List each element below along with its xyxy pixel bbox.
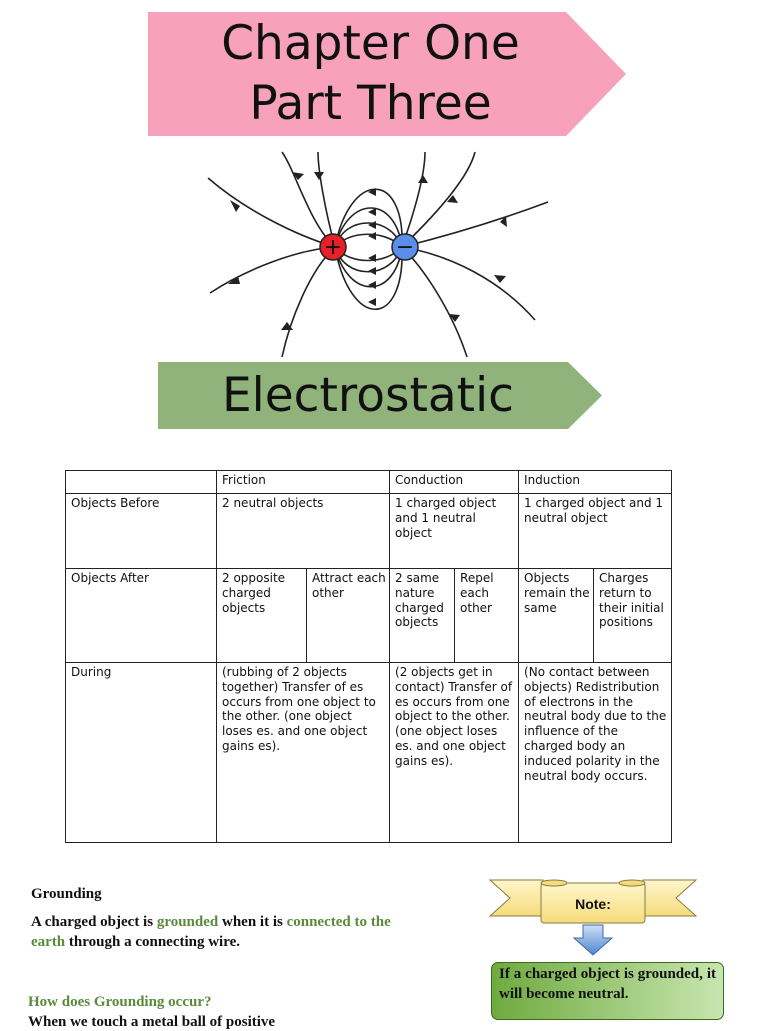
title-banner: [148, 12, 626, 136]
cell-after-induction-a: Objects remain the same: [518, 568, 595, 663]
field-lines: [207, 151, 549, 358]
header-induction: Induction: [518, 470, 673, 494]
cell-during-conduction: (2 objects get in contact) Transfer of e…: [389, 662, 520, 843]
positive-charge: [319, 233, 347, 261]
def-part-1: A charged object is: [31, 914, 157, 930]
down-arrow-icon: [572, 924, 614, 956]
cell-after-conduction-a: 2 same nature charged objects: [389, 568, 456, 663]
grounding-definition: A charged object is grounded when it is …: [31, 912, 401, 952]
cell-after-induction-b: Charges return to their initial position…: [593, 568, 673, 663]
cell-before-conduction: 1 charged object and 1 neutral object: [389, 493, 520, 569]
def-connected: connected to the earth: [31, 914, 391, 950]
title-line-2: Part Three: [249, 76, 492, 131]
def-grounded: grounded: [156, 914, 219, 930]
comparison-table: Friction Conduction Induction Objects Be…: [65, 470, 673, 843]
cell-before-friction: 2 neutral objects: [215, 493, 391, 569]
def-part-2: when it is: [218, 914, 287, 930]
header-friction: Friction: [215, 470, 391, 494]
negative-charge: [391, 233, 419, 261]
how-grounding-heading: How does Grounding occur?: [28, 994, 212, 1010]
header-blank-cell: [65, 470, 217, 494]
grounding-heading: Grounding: [31, 886, 102, 902]
electric-dipole-diagram: + −: [207, 151, 549, 358]
page-title: Chapter One Part Three: [148, 14, 593, 138]
cell-during-induction: (No contact between objects) Redistribut…: [518, 662, 673, 843]
header-conduction: Conduction: [389, 470, 520, 494]
cell-after-friction-a: 2 opposite charged objects: [216, 568, 307, 663]
cell-after-conduction-b: Repel each other: [454, 568, 520, 663]
table-header-row: Friction Conduction Induction: [65, 470, 673, 494]
row-label-during: During: [65, 662, 217, 843]
cell-before-induction: 1 charged object and 1 neutral object: [518, 493, 673, 569]
table-row-objects-before: Objects Before 2 neutral objects 1 charg…: [65, 493, 673, 569]
cell-during-friction: (rubbing of 2 objects together) Transfer…: [215, 662, 391, 843]
row-label-objects-after: Objects After: [65, 568, 217, 663]
def-part-3: through a connecting wire.: [65, 934, 241, 950]
how-grounding-text: When we touch a metal ball of positive: [28, 1014, 276, 1030]
field-arrows: [228, 172, 507, 330]
note-label: Note:: [575, 896, 611, 912]
table-row-objects-after: Objects After 2 opposite charged objects…: [65, 568, 673, 663]
table-row-during: During (rubbing of 2 objects together) T…: [65, 662, 673, 843]
subtitle: Electrostatic: [221, 368, 515, 423]
negative-symbol: −: [396, 235, 414, 260]
row-label-objects-before: Objects Before: [65, 493, 217, 569]
note-box: If a charged object is grounded, it will…: [491, 962, 724, 1020]
subtitle-banner: [158, 362, 602, 429]
title-line-1: Chapter One: [221, 16, 520, 71]
note-scroll-banner: [488, 879, 698, 956]
cell-after-friction-b: Attract each other: [305, 568, 391, 663]
positive-symbol: +: [324, 235, 342, 260]
